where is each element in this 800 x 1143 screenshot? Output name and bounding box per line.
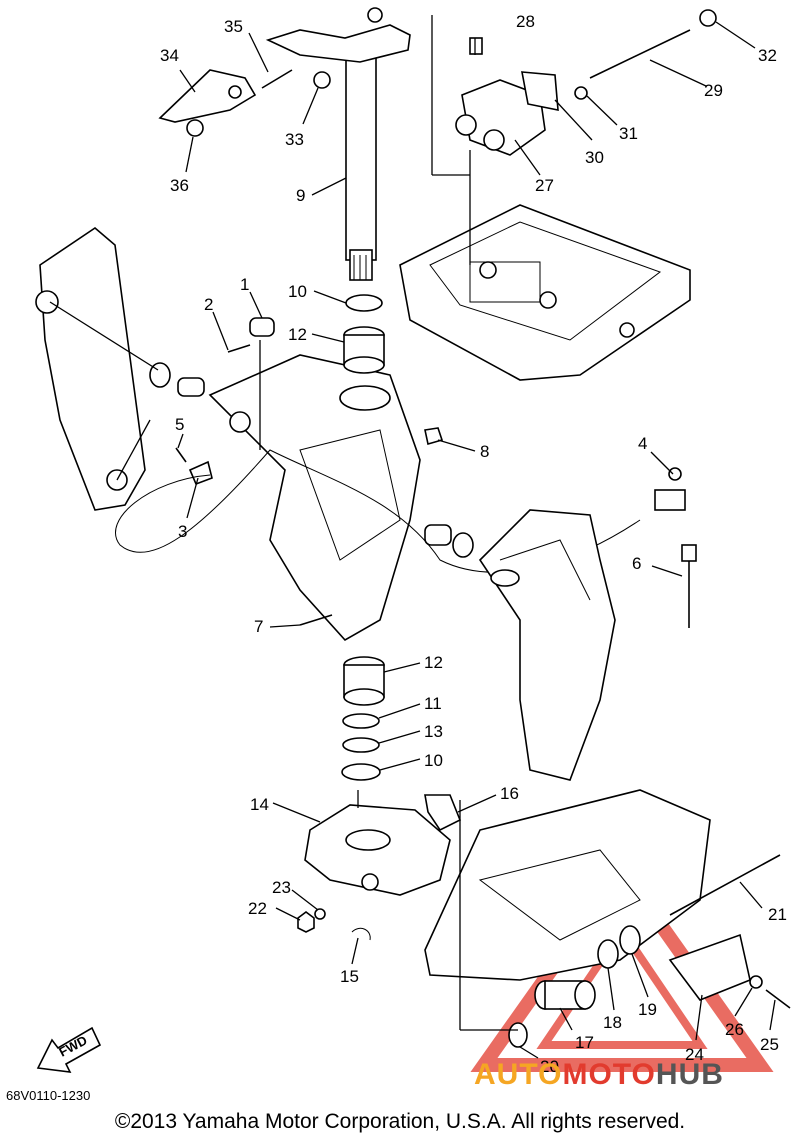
washer-left (149, 362, 171, 388)
bracket-part-34 (158, 69, 257, 123)
clip-part-1 (249, 317, 275, 337)
callout-21: 21 (768, 905, 787, 924)
swivel-bracket (208, 354, 421, 642)
callout-13: 13 (424, 722, 443, 741)
bolt-part-25 (765, 989, 791, 1009)
watermark-moto: MOTO (562, 1058, 656, 1091)
lower-case-upper (478, 509, 616, 781)
clip-part-15 (351, 927, 371, 941)
clip-part-3 (188, 460, 213, 486)
washer-part-18 (597, 939, 619, 969)
fwd-arrow: FWD (36, 1026, 102, 1073)
watermark-hub: HUB (655, 1058, 724, 1091)
callout-labels: 1 2 3 4 5 6 7 8 9 10 10 11 12 12 13 14 1… (160, 12, 787, 1076)
bushing-part-12-upper (343, 326, 385, 374)
callout-16: 16 (500, 784, 519, 803)
washer-part-10-upper (345, 294, 383, 312)
bolt-part-29 (589, 29, 691, 79)
washer-right (452, 532, 474, 558)
callout-4: 4 (638, 434, 647, 453)
callout-33: 33 (285, 130, 304, 149)
mount-housing-part-27 (455, 37, 559, 156)
callout-1: 1 (240, 275, 249, 294)
washer-part-10-lower (341, 763, 381, 781)
cable-tie-part-6 (681, 544, 697, 628)
lower-case-lower (424, 789, 711, 981)
washer-part-23 (314, 908, 326, 920)
callout-2: 2 (204, 295, 213, 314)
drawing-code: 68V0110-1230 (6, 1088, 91, 1103)
nut-part-33 (313, 71, 331, 89)
callout-11: 11 (424, 694, 442, 713)
callout-8: 8 (480, 442, 489, 461)
washer-part-31 (574, 86, 588, 100)
upper-case-plate (399, 204, 691, 381)
clamp-bracket (35, 226, 146, 511)
callout-18: 18 (603, 1013, 622, 1032)
callout-3: 3 (178, 522, 187, 541)
washer-part-13 (342, 737, 380, 753)
bushing-part-12-lower (343, 656, 385, 706)
callout-26: 26 (725, 1020, 744, 1039)
callout-31: 31 (619, 124, 638, 143)
callout-10-lower: 10 (424, 751, 443, 770)
callout-10-upper: 10 (288, 282, 307, 301)
callout-9: 9 (296, 186, 305, 205)
screw-part-2 (227, 344, 251, 353)
watermark-auto: AUTO (474, 1058, 563, 1091)
bracket-part-16 (424, 794, 462, 832)
callout-30: 30 (585, 148, 604, 167)
callout-25: 25 (760, 1035, 779, 1054)
nut-part-4 (668, 467, 682, 481)
callout-36: 36 (170, 176, 189, 195)
callout-29: 29 (704, 81, 723, 100)
callout-22: 22 (248, 899, 267, 918)
callout-12-lower: 12 (424, 653, 443, 672)
callout-27: 27 (535, 176, 554, 195)
callout-24: 24 (685, 1045, 704, 1064)
washer-part-20 (508, 1022, 528, 1048)
bolt-part-8 (424, 427, 444, 446)
callout-7: 7 (254, 617, 263, 636)
washer-part-26 (749, 975, 763, 989)
oring-part-11 (342, 713, 380, 729)
steering-shaft (265, 7, 411, 281)
connector (654, 489, 686, 511)
callout-34: 34 (160, 46, 179, 65)
nut-part-32 (699, 9, 717, 27)
callout-23: 23 (272, 878, 291, 897)
watermark-text: AUTOMOTOHUB (474, 1058, 724, 1092)
screw-part-7 (299, 614, 333, 626)
screw-part-5 (175, 447, 187, 463)
bushing-right (424, 524, 452, 546)
callout-28: 28 (516, 12, 535, 31)
bushing-left (177, 377, 205, 397)
nut-part-22 (297, 911, 315, 933)
copyright-notice: ©2013 Yamaha Motor Corporation, U.S.A. A… (114, 1110, 686, 1133)
callout-20: 20 (540, 1057, 559, 1076)
callout-5: 5 (175, 415, 184, 434)
callout-17: 17 (575, 1033, 594, 1052)
callout-12-upper: 12 (288, 325, 307, 344)
lower-mount-part-14 (304, 804, 451, 896)
nut-part-36 (186, 119, 204, 137)
callout-15: 15 (340, 967, 359, 986)
callout-35: 35 (224, 17, 243, 36)
callout-32: 32 (758, 46, 777, 65)
washer-part-19 (619, 925, 641, 955)
bolt-part-35 (261, 69, 293, 89)
bolt-part-21 (669, 854, 781, 916)
callout-19: 19 (638, 1000, 657, 1019)
leader-lines (49, 15, 776, 1059)
mount-part-17 (534, 980, 596, 1010)
callout-6: 6 (632, 554, 641, 573)
callout-14: 14 (250, 795, 269, 814)
